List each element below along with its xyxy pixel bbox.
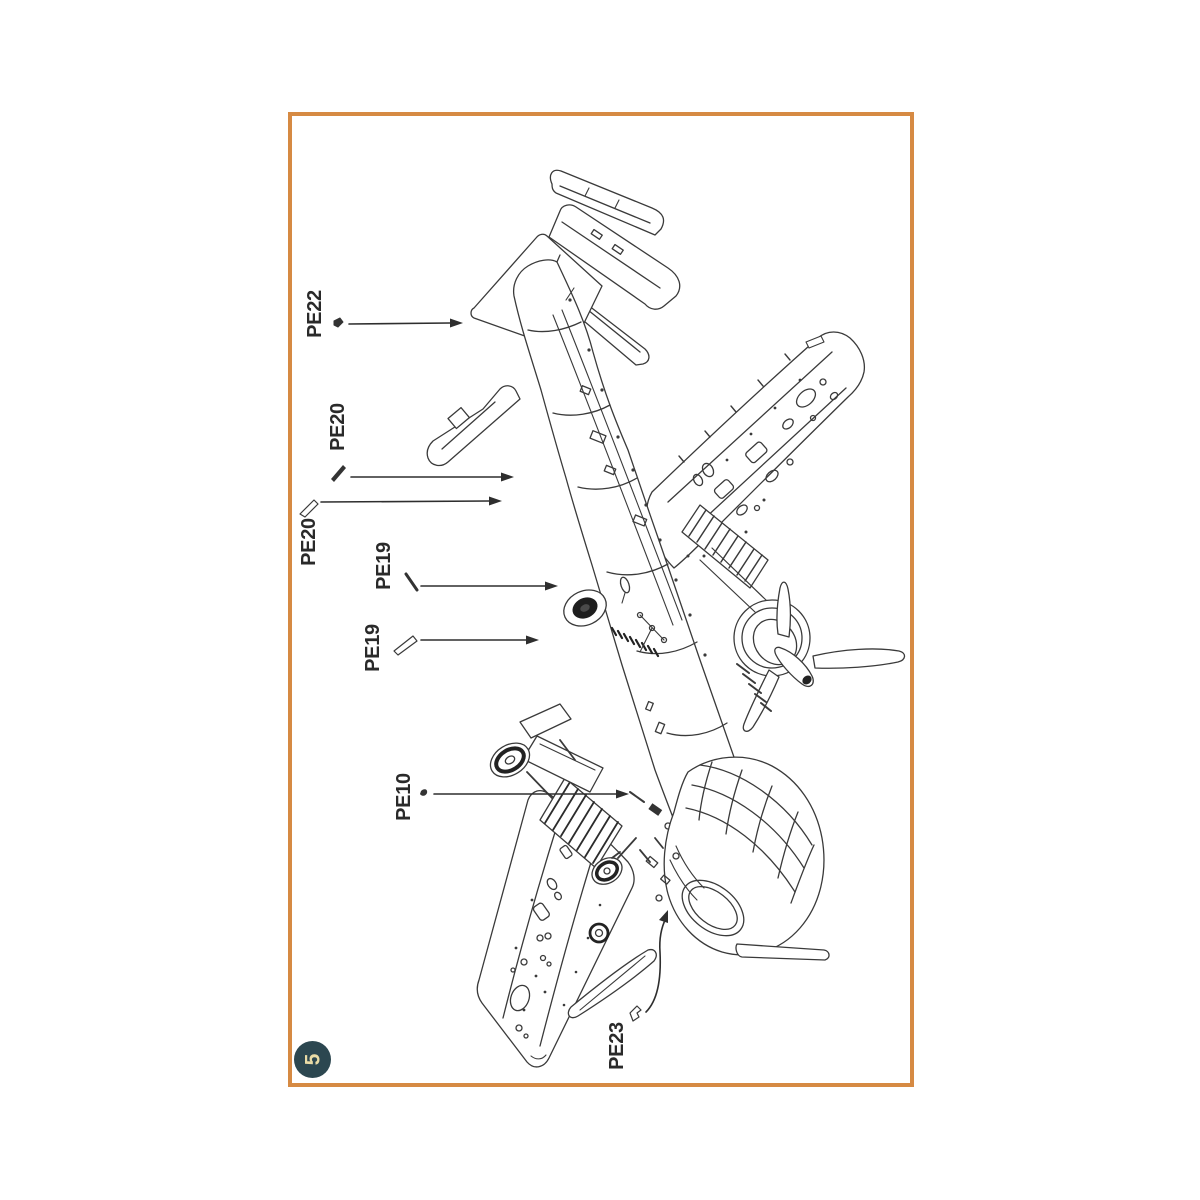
pe19-left-arrow [420, 635, 539, 645]
callout-label-pe23: PE23 [606, 1022, 628, 1070]
pe20-upper-part-icon [331, 465, 346, 482]
landing-gear [489, 703, 672, 885]
callout-label-pe22: PE22 [304, 290, 326, 338]
pe20-upper-arrow [350, 472, 514, 482]
pe19-upper-arrow [420, 581, 558, 591]
step-number-badge: 5 [294, 1041, 331, 1078]
callout-label-pe10: PE10 [393, 773, 415, 821]
callout-label-pe19-left: PE19 [362, 624, 384, 672]
nose-pod [567, 756, 830, 1019]
callout-label-pe20-upper: PE20 [327, 403, 349, 451]
step-number: 5 [301, 1053, 324, 1066]
right-wing [646, 331, 866, 569]
fuselage [512, 259, 776, 863]
engine-propeller-assembly [733, 581, 906, 732]
pe20-left-part-icon [299, 499, 319, 518]
pe20-left-arrow [320, 496, 502, 506]
pe23-leader [645, 910, 668, 1013]
flap-louver-panel [681, 462, 769, 613]
pe23-part-icon [629, 1005, 642, 1022]
page-border-frame [288, 112, 914, 1087]
pe19-upper-part-icon [404, 572, 419, 592]
part-glyphs [299, 317, 642, 1022]
pe22-arrow [348, 318, 463, 328]
pe10-arrow [433, 789, 629, 799]
pe10-part-icon [420, 789, 428, 796]
callout-label-pe20-left: PE20 [298, 518, 320, 566]
pe22-part-icon [333, 317, 344, 328]
callout-arrows [320, 318, 668, 1013]
pe19-left-part-icon [393, 635, 418, 656]
callout-label-pe19-upper: PE19 [373, 542, 395, 590]
